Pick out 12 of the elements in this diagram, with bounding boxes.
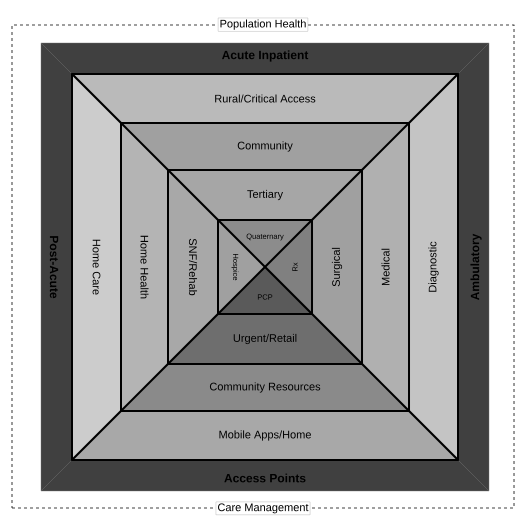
care-setting-band: Community Resources [120, 363, 410, 412]
care-setting-band: SNF/Rehab [167, 169, 219, 365]
care-setting-band: Community [120, 122, 410, 171]
care-setting-band: Home Health [120, 122, 169, 412]
frame-heading: Care Management [216, 502, 310, 516]
care-setting-band: Medical [361, 122, 410, 412]
category-band: Access Points [40, 460, 490, 492]
care-setting-band: Urgent/Retail [167, 313, 363, 365]
category-band: Acute Inpatient [40, 42, 490, 74]
frame-heading: Population Health [218, 18, 308, 32]
care-setting-band: Tertiary [167, 169, 363, 221]
care-setting-band: Surgical [311, 169, 363, 365]
